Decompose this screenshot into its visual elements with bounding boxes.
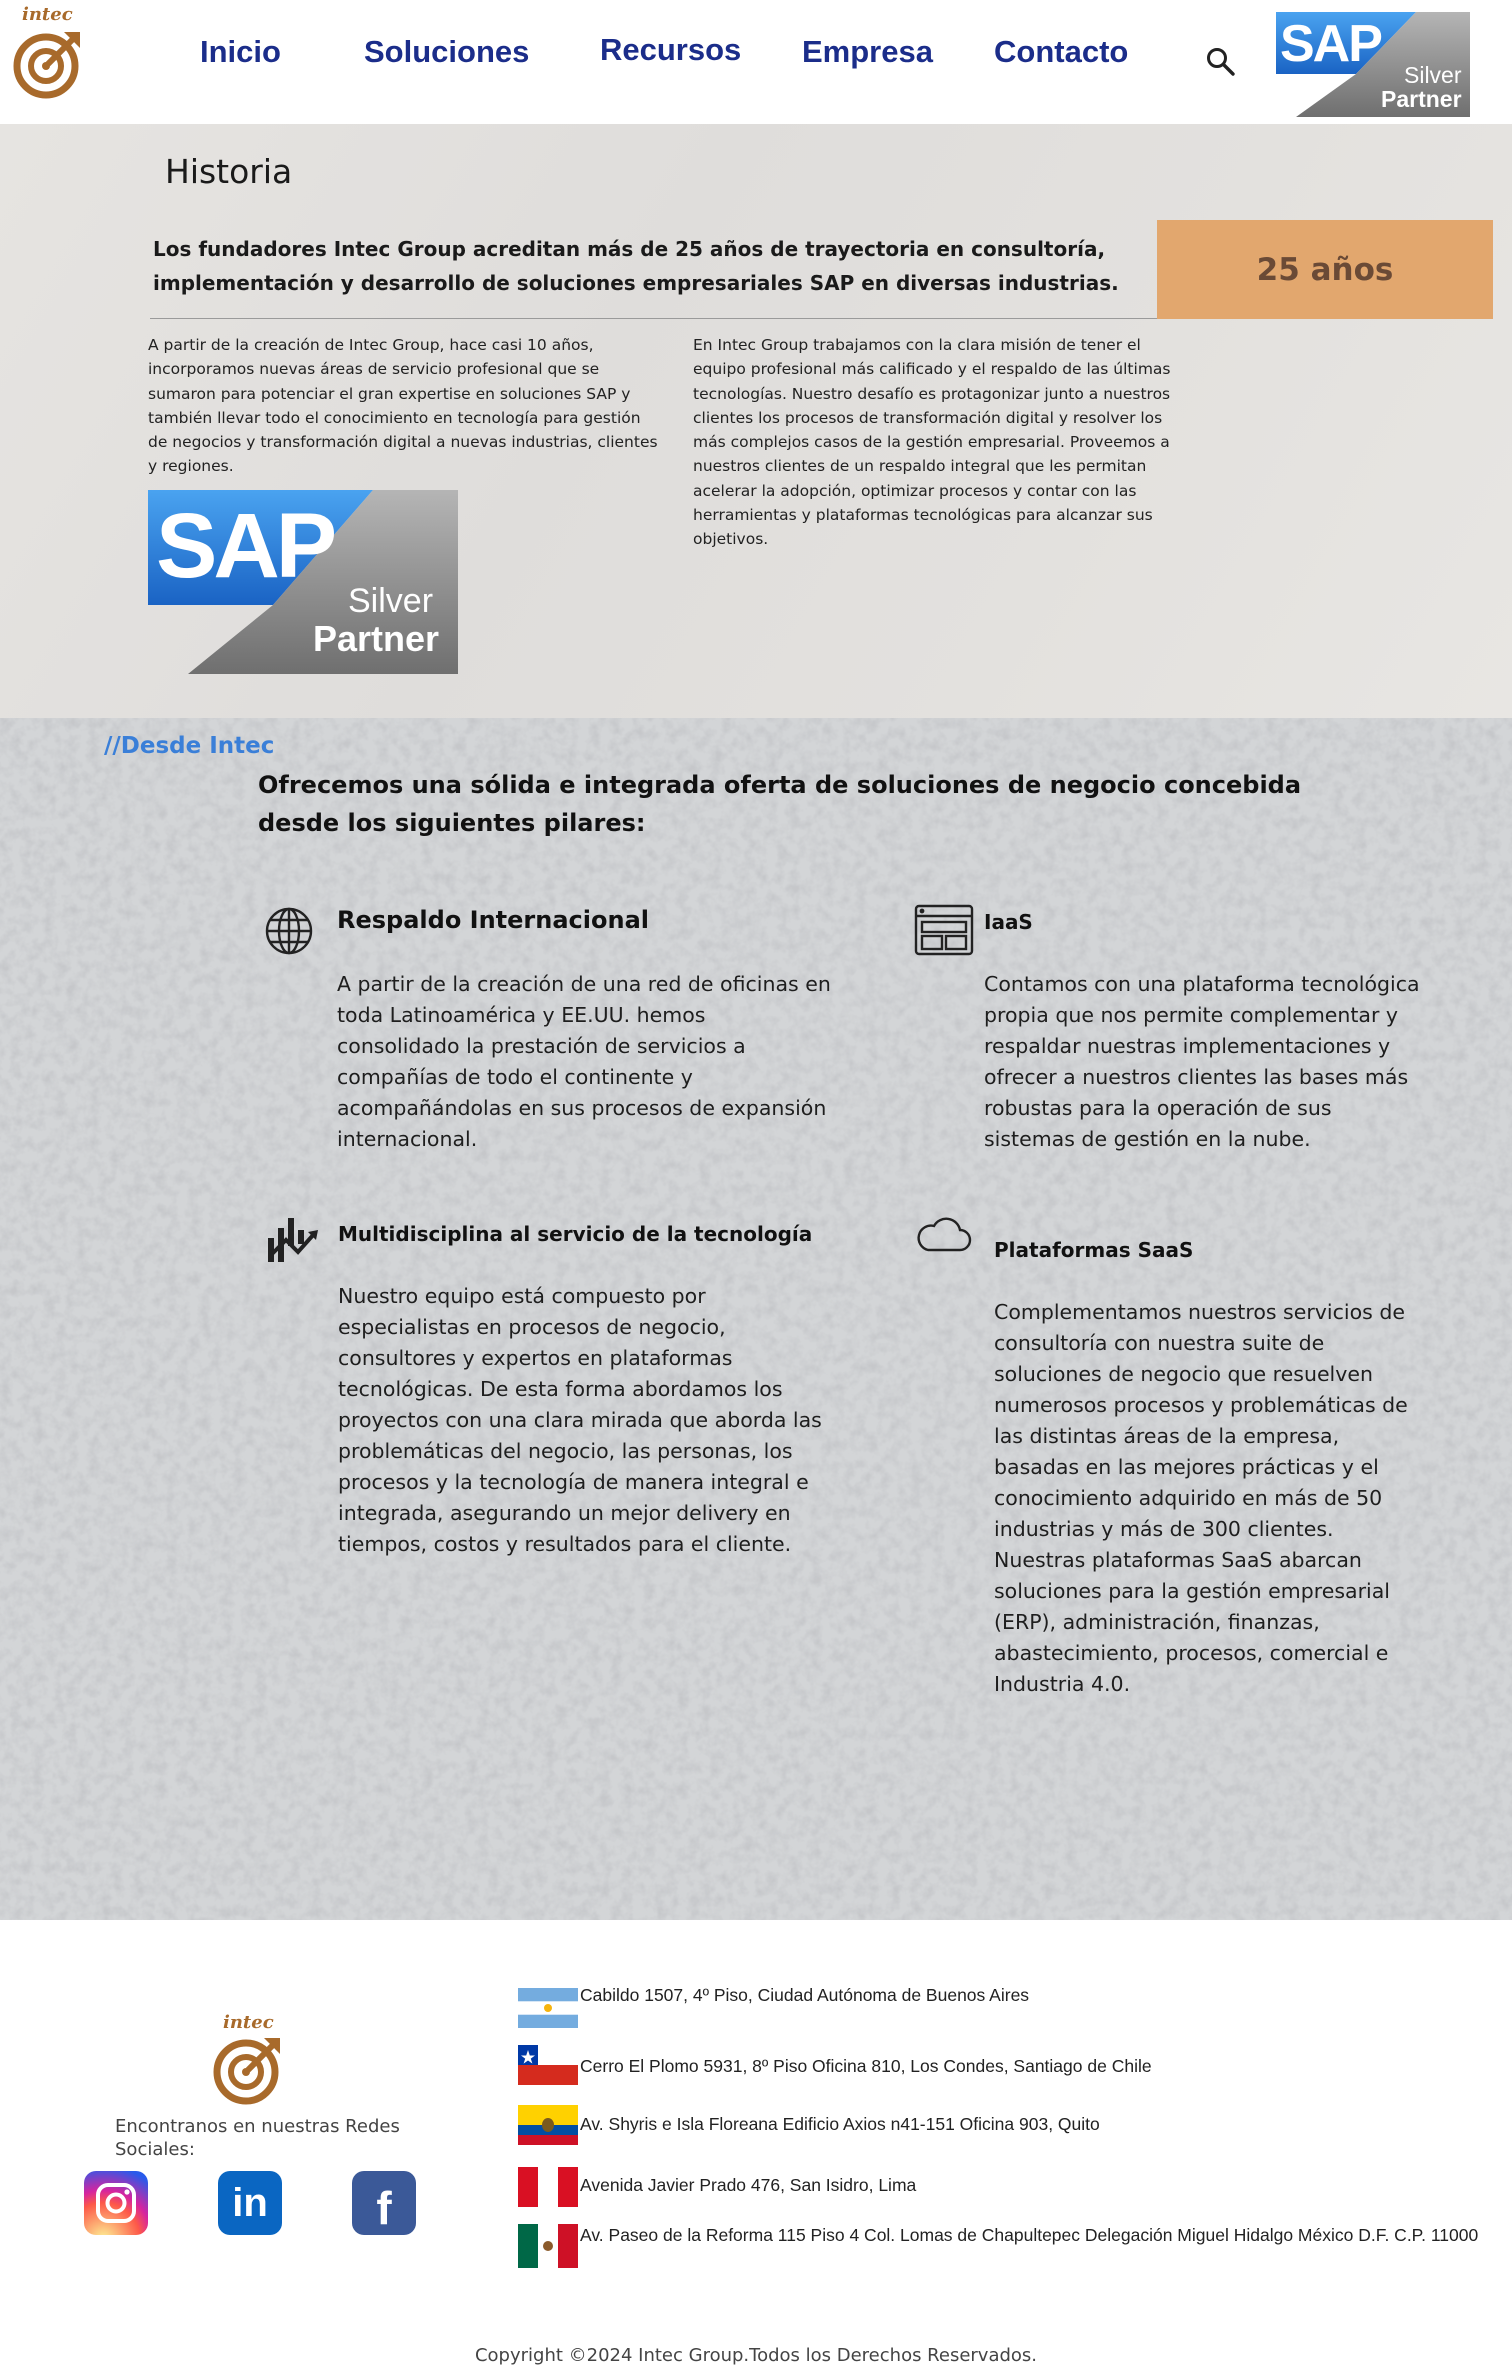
pilar-title-iaas: IaaS	[984, 910, 1033, 934]
footer-target-arrow-icon	[213, 2038, 280, 2105]
years-badge-text: 25 años	[1256, 251, 1394, 288]
footer-logo-text: intec	[223, 2012, 274, 2033]
chile-flag-icon	[518, 2045, 578, 2085]
footer-intec-logo[interactable]: intec	[210, 2012, 290, 2108]
sap-logo-shape	[1276, 12, 1470, 117]
chart-trend-icon	[268, 1218, 318, 1262]
pilar-title-multidisciplina: Multidisciplina al servicio de la tecnol…	[338, 1222, 813, 1246]
facebook-glyph: f	[376, 2182, 392, 2234]
site-footer	[0, 1920, 1512, 2371]
nav-soluciones[interactable]: Soluciones	[364, 34, 530, 69]
nav-inicio[interactable]: Inicio	[200, 34, 281, 69]
nav-empresa[interactable]: Empresa	[802, 34, 933, 69]
peru-flag-icon	[518, 2167, 578, 2207]
sap-silver-partner-logo-large: SAP Silver Partner ™	[148, 490, 458, 674]
social-label: Encontranos en nuestras Redes Sociales:	[115, 2116, 400, 2160]
globe-icon	[265, 907, 313, 955]
sap-brand-text-large: SAP	[156, 495, 337, 597]
office-address: Avenida Javier Prado 476, San Isidro, Li…	[580, 2175, 917, 2195]
pilares-section	[0, 718, 1512, 1920]
instagram-glyph	[96, 2183, 136, 2223]
historia-col2: En Intec Group trabajamos con la clara m…	[693, 336, 1171, 549]
argentina-flag-icon	[518, 1988, 578, 2028]
nav-contacto[interactable]: Contacto	[994, 34, 1129, 69]
office-address: Cabildo 1507, 4º Piso, Ciudad Autónoma d…	[580, 1985, 1030, 2005]
pilar-text-iaas: Contamos con una plataforma tecnológica …	[984, 972, 1420, 1151]
pilares-heading: Ofrecemos una sólida e integrada oferta …	[258, 771, 1302, 837]
mexico-flag-icon	[518, 2224, 578, 2268]
target-arrow-icon	[13, 32, 80, 99]
sap-silver-text: Silver	[1404, 62, 1462, 88]
office-address: Av. Paseo de la Reforma 115 Piso 4 Col. …	[580, 2225, 1479, 2245]
historia-title: Historia	[165, 152, 293, 191]
trademark-symbol: ™	[206, 656, 217, 669]
sap-logo-large-shape	[148, 490, 458, 674]
nav-recursos[interactable]: Recursos	[600, 32, 742, 67]
site-header: intec Inicio Soluciones Recursos Empresa…	[0, 0, 1512, 124]
pilar-text-respaldo: A partir de la creación de una red de of…	[337, 972, 831, 1151]
copyright: Copyright ©2024 Intec Group.Todos los De…	[474, 2345, 1038, 2366]
office-address: Cerro El Plomo 5931, 8º Piso Oficina 810…	[580, 2056, 1152, 2076]
instagram-icon[interactable]	[84, 2171, 148, 2235]
sap-brand-text: SAP	[1280, 15, 1383, 73]
intec-logo-text: intec	[22, 4, 73, 25]
pilar-text-saas: Complementamos nuestros servicios de con…	[994, 1300, 1408, 1696]
historia-col1: A partir de la creación de Intec Group, …	[148, 336, 658, 476]
sap-partner-text: Partner	[1381, 86, 1462, 112]
divider	[150, 318, 1160, 319]
sap-silver-text-large: Silver	[348, 582, 434, 620]
cloud-icon	[917, 1217, 972, 1252]
linkedin-icon[interactable]: in	[218, 2171, 282, 2235]
office-address: Av. Shyris e Isla Floreana Edificio Axio…	[580, 2114, 1100, 2134]
years-badge: 25 años	[1157, 220, 1493, 319]
search-icon[interactable]	[1205, 46, 1237, 78]
facebook-icon[interactable]: f	[352, 2171, 416, 2235]
linkedin-glyph: in	[232, 2180, 268, 2225]
section-tag: //Desde Intec	[104, 733, 275, 759]
sap-silver-partner-logo[interactable]: SAP Silver Partner	[1276, 12, 1470, 117]
concrete-texture	[0, 718, 1512, 1920]
pilar-title-saas: Plataformas SaaS	[994, 1238, 1194, 1262]
pilar-title-respaldo: Respaldo Internacional	[337, 906, 649, 934]
ecuador-flag-icon	[518, 2105, 578, 2145]
browser-window-icon	[914, 904, 974, 956]
pilar-text-multidisciplina: Nuestro equipo está compuesto por especi…	[338, 1284, 822, 1556]
historia-lead: Los fundadores Intec Group acreditan más…	[153, 237, 1119, 295]
sap-partner-text-large: Partner	[313, 618, 440, 659]
intec-logo[interactable]: intec	[10, 4, 90, 100]
